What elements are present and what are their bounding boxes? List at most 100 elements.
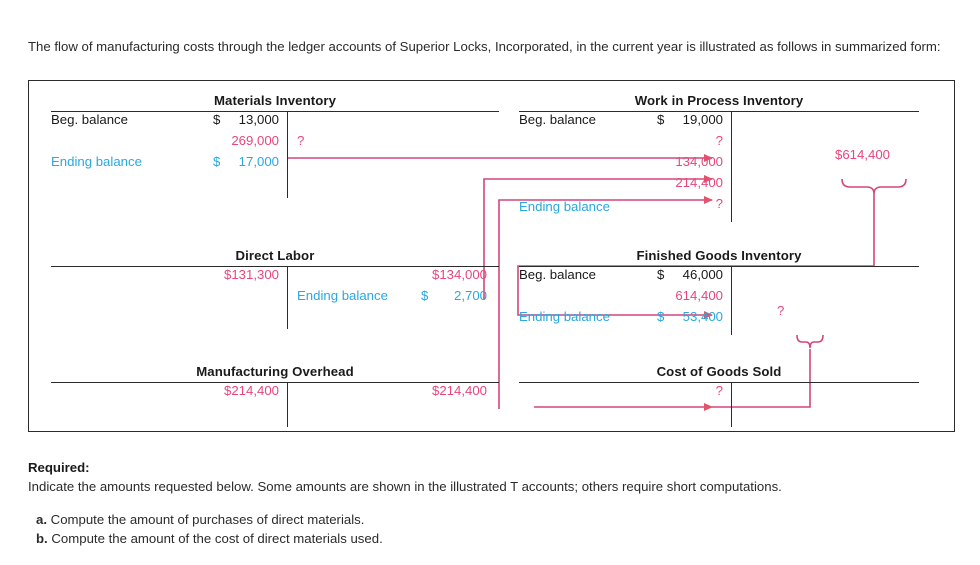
row-label: Beg. balance <box>519 112 596 127</box>
account-divider-overhead <box>287 383 288 427</box>
account-rule-overhead <box>51 382 499 383</box>
ledger-row: ? <box>519 383 723 404</box>
row-amount: 2,700 <box>453 288 487 303</box>
finished-goods-debit-side: Beg. balance $46,000 614,400 Ending bala… <box>519 267 723 330</box>
row-amount: 19,000 <box>682 112 723 127</box>
row-currency: $ <box>421 288 429 303</box>
account-rule-direct-labor <box>51 266 499 267</box>
row-label: Ending balance <box>297 288 388 303</box>
row-amount: $134,000 <box>431 267 487 282</box>
ledger-row: Ending balance $17,000 <box>51 154 279 175</box>
cogs-debit-side: ? <box>519 383 723 404</box>
direct-labor-credit-side: $134,000 Ending balance $2,700 <box>297 267 487 309</box>
ledger-row: $134,000 <box>297 267 487 288</box>
account-direct-labor: Direct Labor $131,300 $134,000 En <box>51 248 499 329</box>
wip-debit-side: Beg. balance $19,000 ? 134,000 214,400 <box>519 112 723 217</box>
row-amount: $214,400 <box>223 383 279 398</box>
row-currency: $ <box>657 267 665 282</box>
account-divider-finished-goods <box>731 267 732 335</box>
ledger-row: 214,400 <box>519 175 723 196</box>
ledger-row: 614,400 <box>519 288 723 309</box>
account-title-cogs: Cost of Goods Sold <box>656 364 782 379</box>
account-rule-cogs <box>519 382 919 383</box>
row-currency <box>657 196 666 211</box>
account-divider-direct-labor <box>287 267 288 329</box>
row-currency: $ <box>657 309 665 324</box>
row-currency <box>657 154 666 169</box>
ledger-row: 134,000 <box>519 154 723 175</box>
ledger-row: Ending balance ? <box>519 196 723 217</box>
account-work-in-process: Work in Process Inventory Beg. balance $… <box>519 93 919 222</box>
direct-labor-debit-side: $131,300 <box>51 267 279 288</box>
annotation-wip-total: $614,400 <box>835 147 891 162</box>
overhead-credit-side: $214,400 <box>297 383 487 404</box>
row-label: Beg. balance <box>519 267 596 282</box>
row-amount: 53,400 <box>682 309 723 324</box>
row-amount: 13,000 <box>238 112 279 127</box>
account-rule-finished-goods <box>519 266 919 267</box>
required-item-b: b. Compute the amount of the cost of dir… <box>36 529 953 548</box>
row-currency: $ <box>657 112 665 127</box>
account-title-direct-labor: Direct Labor <box>235 248 315 263</box>
row-label: Ending balance <box>519 309 610 324</box>
t-account-diagram-frame: WIP debit "?" --> WIP debit 134,000 : up… <box>28 80 955 432</box>
row-amount: $214,400 <box>431 383 487 398</box>
ledger-row: Beg. balance $46,000 <box>519 267 723 288</box>
row-amount: 269,000 <box>231 133 279 148</box>
account-rule-materials <box>51 111 499 112</box>
row-label: Ending balance <box>519 199 610 214</box>
ledger-row: Ending balance $53,400 <box>519 309 723 330</box>
row-amount: 214,400 <box>675 175 723 190</box>
account-title-finished-goods: Finished Goods Inventory <box>636 248 802 263</box>
required-instruction: Indicate the amounts requested below. So… <box>28 479 782 494</box>
annotation-finished-goods-transfer: ? <box>777 303 785 318</box>
required-items: a. Compute the amount of purchases of di… <box>28 510 953 548</box>
account-finished-goods: Finished Goods Inventory Beg. balance $4… <box>519 248 919 335</box>
ledger-row: Beg. balance $19,000 <box>519 112 723 133</box>
row-label: Ending balance <box>51 154 142 169</box>
row-currency <box>657 288 666 303</box>
row-amount: ? <box>715 383 723 398</box>
ledger-row: Beg. balance $13,000 <box>51 112 279 133</box>
row-amount: ? <box>297 133 305 148</box>
row-amount: ? <box>715 133 723 148</box>
overhead-debit-side: $214,400 <box>51 383 279 404</box>
materials-credit-side: ? <box>297 112 497 154</box>
row-amount: 17,000 <box>238 154 279 169</box>
account-manufacturing-overhead: Manufacturing Overhead $214,400 $214,400 <box>51 364 499 427</box>
required-item-a-text: Compute the amount of purchases of direc… <box>50 512 365 527</box>
account-title-wip: Work in Process Inventory <box>634 93 804 108</box>
account-title-overhead: Manufacturing Overhead <box>196 364 354 379</box>
required-heading: Required: <box>28 460 90 475</box>
row-currency <box>213 133 222 148</box>
ledger-row: 269,000 <box>51 133 279 154</box>
intro-paragraph: The flow of manufacturing costs through … <box>28 39 941 55</box>
account-materials-inventory: Materials Inventory Beg. balance $13,000… <box>51 93 499 198</box>
account-divider-cogs <box>731 383 732 427</box>
row-amount: 134,000 <box>675 154 723 169</box>
required-item-a: a. Compute the amount of purchases of di… <box>36 510 953 529</box>
account-divider-materials <box>287 112 288 198</box>
ledger-row: ? <box>519 133 723 154</box>
required-item-a-marker: a. <box>36 512 47 527</box>
account-divider-wip <box>731 112 732 222</box>
required-item-b-marker: b. <box>36 531 48 546</box>
materials-debit-side: Beg. balance $13,000 269,000 Ending bala… <box>51 112 279 175</box>
required-section: Required: Indicate the amounts requested… <box>28 458 953 548</box>
row-currency <box>657 175 666 190</box>
row-label: Beg. balance <box>51 112 128 127</box>
account-cost-of-goods-sold: Cost of Goods Sold ? <box>519 364 919 427</box>
ledger-row: $131,300 <box>51 267 279 288</box>
ledger-row: $214,400 <box>297 383 487 404</box>
row-currency: $ <box>213 154 221 169</box>
row-amount: ? <box>715 196 723 211</box>
row-amount: $131,300 <box>223 267 279 282</box>
ledger-row: Ending balance $2,700 <box>297 288 487 309</box>
row-currency <box>657 133 666 148</box>
ledger-row: ? <box>297 133 497 154</box>
row-amount: 614,400 <box>675 288 723 303</box>
row-amount: 46,000 <box>682 267 723 282</box>
row-currency: $ <box>213 112 221 127</box>
account-title-materials: Materials Inventory <box>213 93 337 108</box>
